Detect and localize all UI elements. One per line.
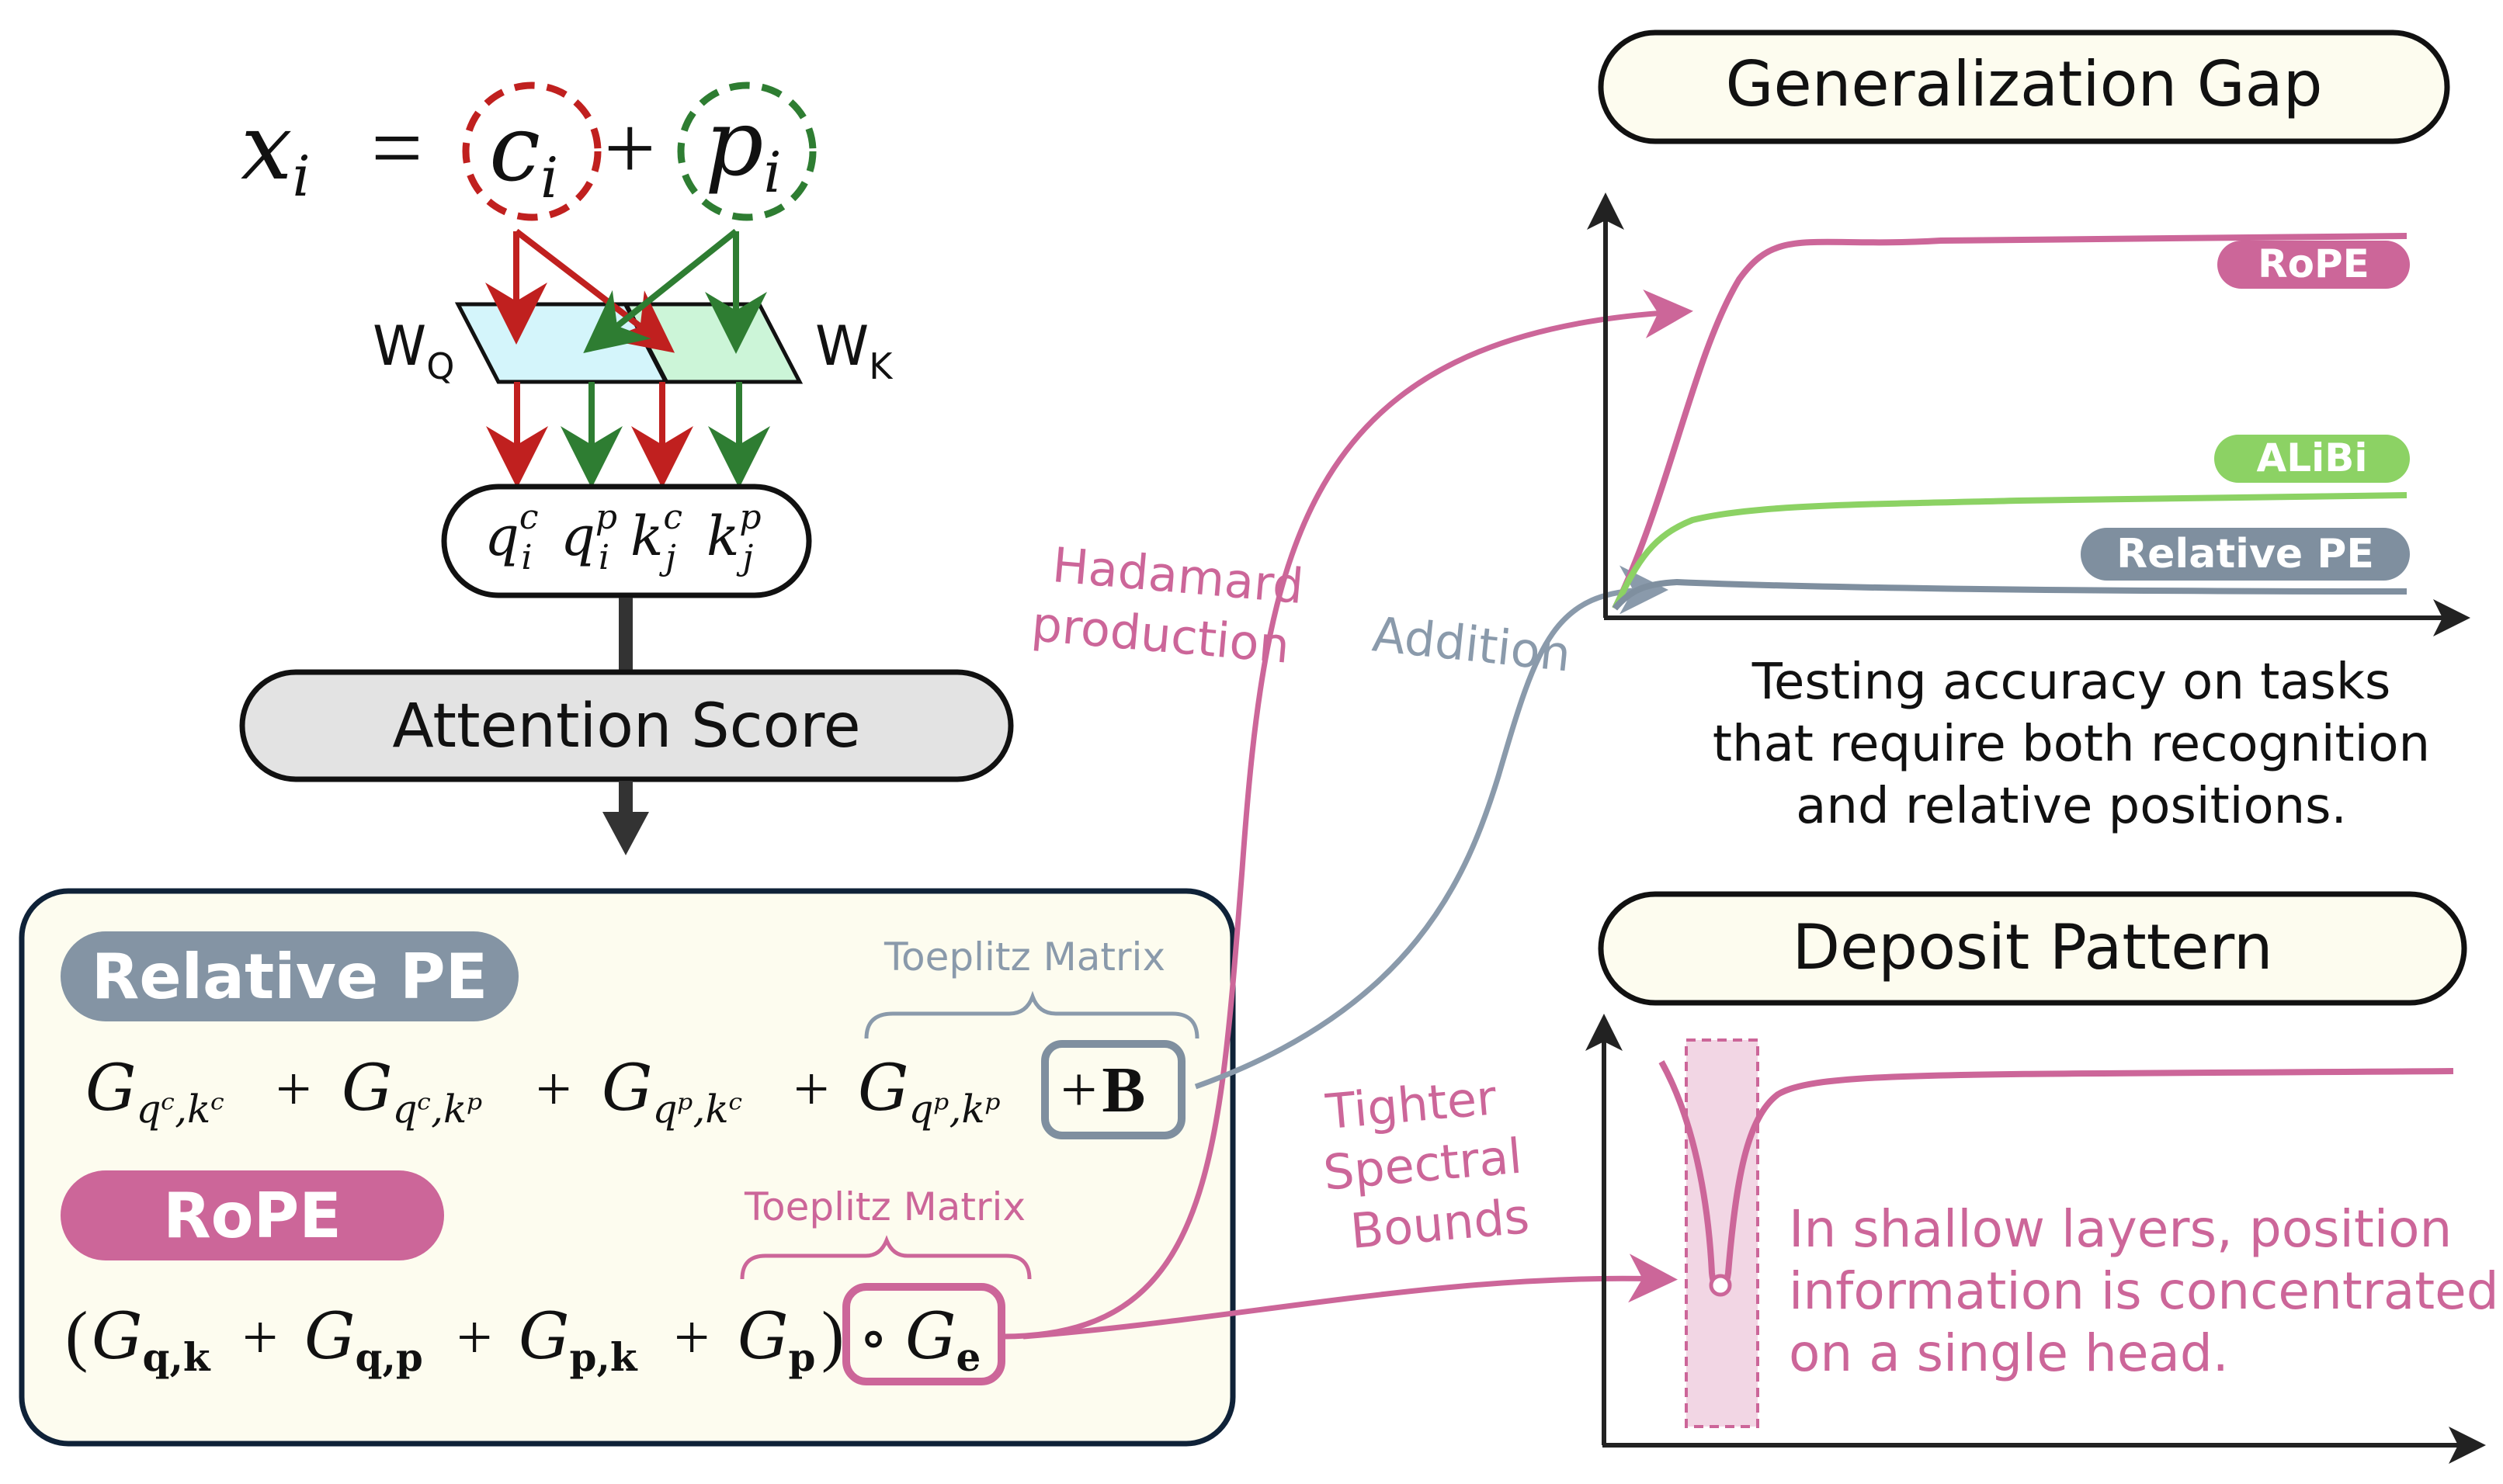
- rel-plus-1: +: [276, 1053, 311, 1124]
- rope-ge-box: [842, 1283, 1005, 1385]
- relative-pe-formula: Gqᶜ,kᶜ + Gqᶜ,kᵖ + Gqᵖ,kᶜ + Gqᵖ,kᵖ +B: [85, 1040, 1186, 1139]
- rel-bias: +B: [1061, 1054, 1145, 1126]
- tighter-spectral-label: TighterSpectralBounds: [1316, 1067, 1532, 1262]
- rel-term-3: Gqᵖ,kᶜ: [602, 1052, 742, 1132]
- rope-badge-label: RoPE: [163, 1180, 342, 1252]
- wk-label: WK: [815, 314, 894, 387]
- legend-rope: [2217, 241, 2410, 289]
- rope-plus-3: +: [674, 1302, 710, 1372]
- legend-relpe-label: Relative PE: [2116, 531, 2374, 577]
- legend-rope-label: RoPE: [2258, 241, 2369, 286]
- rel-term-4: Gqᵖ,kᵖ: [858, 1052, 1001, 1132]
- content-circle: [462, 81, 602, 221]
- relpe-curve: [1612, 578, 2408, 611]
- rel-plus-2: +: [536, 1053, 571, 1124]
- legend-alibi-label: ALiBi: [2257, 435, 2368, 480]
- attention-score: Attention Score: [239, 669, 1014, 782]
- rope-term-qp: Gq,p: [304, 1300, 423, 1380]
- rope-curve: [1612, 233, 2408, 610]
- rope-toeplitz-brace: [740, 1235, 1032, 1280]
- rope-badge: [61, 1170, 444, 1260]
- input-c: ci: [489, 95, 558, 210]
- alibi-curve: [1612, 492, 2408, 610]
- rope-plus-2: +: [457, 1302, 492, 1372]
- relative-pe-bias-box: [1041, 1040, 1186, 1139]
- hadamard-label: Hadamardproduction: [1029, 535, 1306, 674]
- rel-term-2: Gqᶜ,kᵖ: [342, 1052, 482, 1132]
- wq-label: WQ: [373, 314, 454, 387]
- input-plus: +: [604, 97, 656, 199]
- rope-circ: ∘: [859, 1304, 888, 1371]
- deposit-minimum-point: [1709, 1274, 1732, 1297]
- rope-term-pk: Gp,k: [519, 1300, 638, 1380]
- generalization-panel: Generalization Gap RoPE ALiBi Relative P…: [1587, 29, 2470, 835]
- input-equals: =: [371, 97, 423, 199]
- rope-plus-1: +: [242, 1302, 278, 1372]
- input-formula: xi = ci + pi: [241, 81, 817, 221]
- addition-label: Addition: [1370, 605, 1573, 682]
- rope-formula: ( Gq,k + Gq,p + Gp,k + Gp ) ∘ Ge: [65, 1283, 1005, 1385]
- deposit-title: Deposit Pattern: [1792, 911, 2272, 983]
- relative-pe-toeplitz-label: Toeplitz Matrix: [884, 934, 1165, 980]
- generalization-title: Generalization Gap: [1726, 48, 2323, 120]
- relative-pe-badge-label: Relative PE: [92, 941, 488, 1013]
- score-down-arrow: [602, 781, 649, 855]
- position-circle: [677, 81, 817, 221]
- relative-pe-badge: [61, 931, 519, 1021]
- relative-pe-toeplitz-brace: [864, 990, 1199, 1039]
- spectral-connector: [1022, 1253, 1678, 1340]
- deposit-curve: [1658, 1060, 2454, 1294]
- rope-toeplitz-label: Toeplitz Matrix: [744, 1184, 1026, 1229]
- attention-score-label: Attention Score: [392, 692, 860, 761]
- formula-panel: Relative PE Toeplitz Matrix Gqᶜ,kᶜ + Gqᶜ…: [19, 888, 1236, 1447]
- addition-connector: [1194, 565, 1668, 1090]
- rel-plus-3: +: [793, 1053, 829, 1124]
- rope-term-p: Gp: [738, 1300, 815, 1380]
- p-to-wq-arrow: [583, 228, 738, 353]
- rope-open-paren: (: [65, 1298, 88, 1374]
- rope-close-paren: ): [821, 1298, 844, 1374]
- deposit-highlight-band: [1685, 1038, 1759, 1428]
- hadamard-connector: [1002, 290, 1693, 1340]
- deposit-title-pill: [1598, 891, 2467, 1006]
- rope-term-qk: Gq,k: [92, 1300, 211, 1380]
- projection-arrows: [486, 382, 770, 488]
- input-arrows: [485, 228, 767, 354]
- legend-relpe: [2081, 528, 2410, 581]
- input-p: pi: [705, 89, 782, 205]
- generalization-title-pill: [1598, 29, 2450, 144]
- rope-ge: Ge: [905, 1300, 981, 1380]
- deposit-panel: Deposit Pattern In shallow layers, posit…: [1585, 891, 2499, 1464]
- rel-term-1: Gqᶜ,kᶜ: [85, 1052, 224, 1132]
- input-x: xi: [241, 93, 311, 209]
- proj-to-score-bar: [619, 598, 633, 672]
- legend-alibi: [2214, 435, 2410, 483]
